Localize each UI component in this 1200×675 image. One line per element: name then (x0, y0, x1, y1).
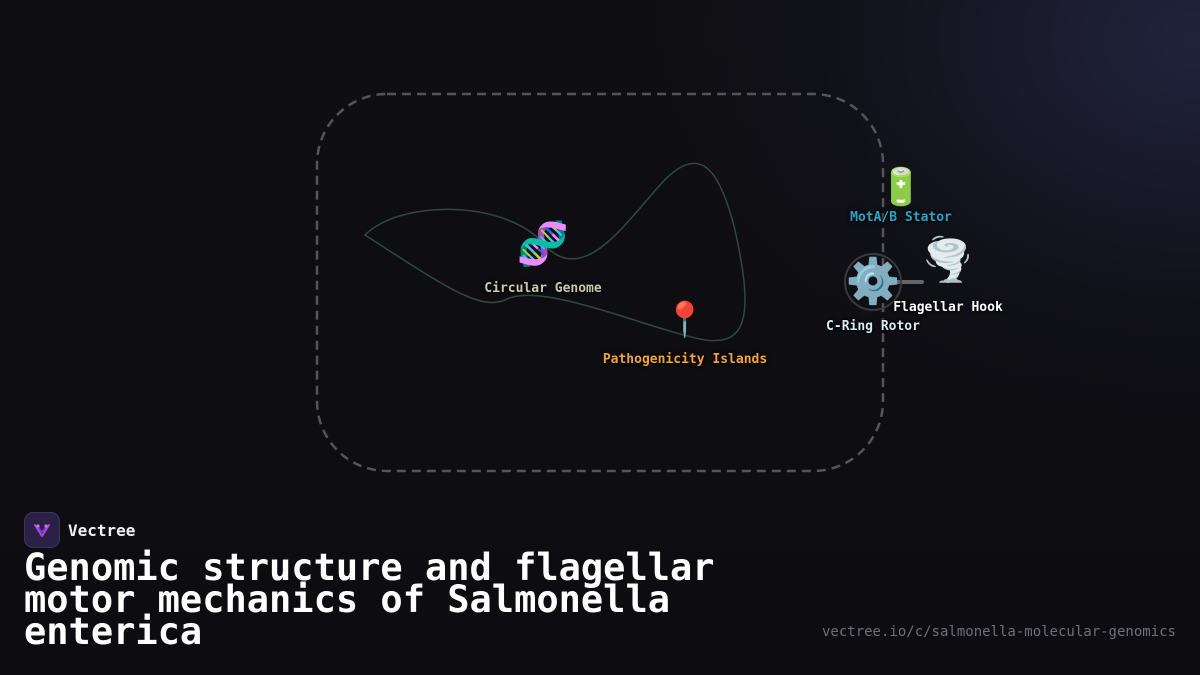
cell-membrane-outline (315, 92, 885, 473)
source-url[interactable]: vectree.io/c/salmonella-molecular-genomi… (821, 624, 1176, 640)
dna-icon: 🧬 (516, 219, 570, 268)
page-title: Genomic structure and flagellar motor me… (24, 546, 715, 653)
gear-icon: ⚙️ (845, 256, 901, 307)
flagellar-hook-label: Flagellar Hook (893, 300, 1003, 315)
genome-strand (363, 162, 746, 342)
brand: Vectree (24, 512, 135, 548)
circular-genome-label: Circular Genome (484, 281, 602, 296)
pin-icon: 📍 (663, 300, 707, 340)
battery-icon: 🔋 (878, 167, 924, 208)
pathogenicity-islands-label: Pathogenicity Islands (602, 352, 768, 367)
mota-b-stator-label: MotA/B Stator (850, 210, 952, 225)
brand-name: Vectree (68, 520, 136, 540)
c-ring-rotor-label: C-Ring Rotor (826, 319, 920, 334)
tornado-icon: 🌪️ (921, 235, 975, 284)
c-ring-outline (844, 253, 902, 311)
vectree-logo-icon (24, 512, 60, 548)
